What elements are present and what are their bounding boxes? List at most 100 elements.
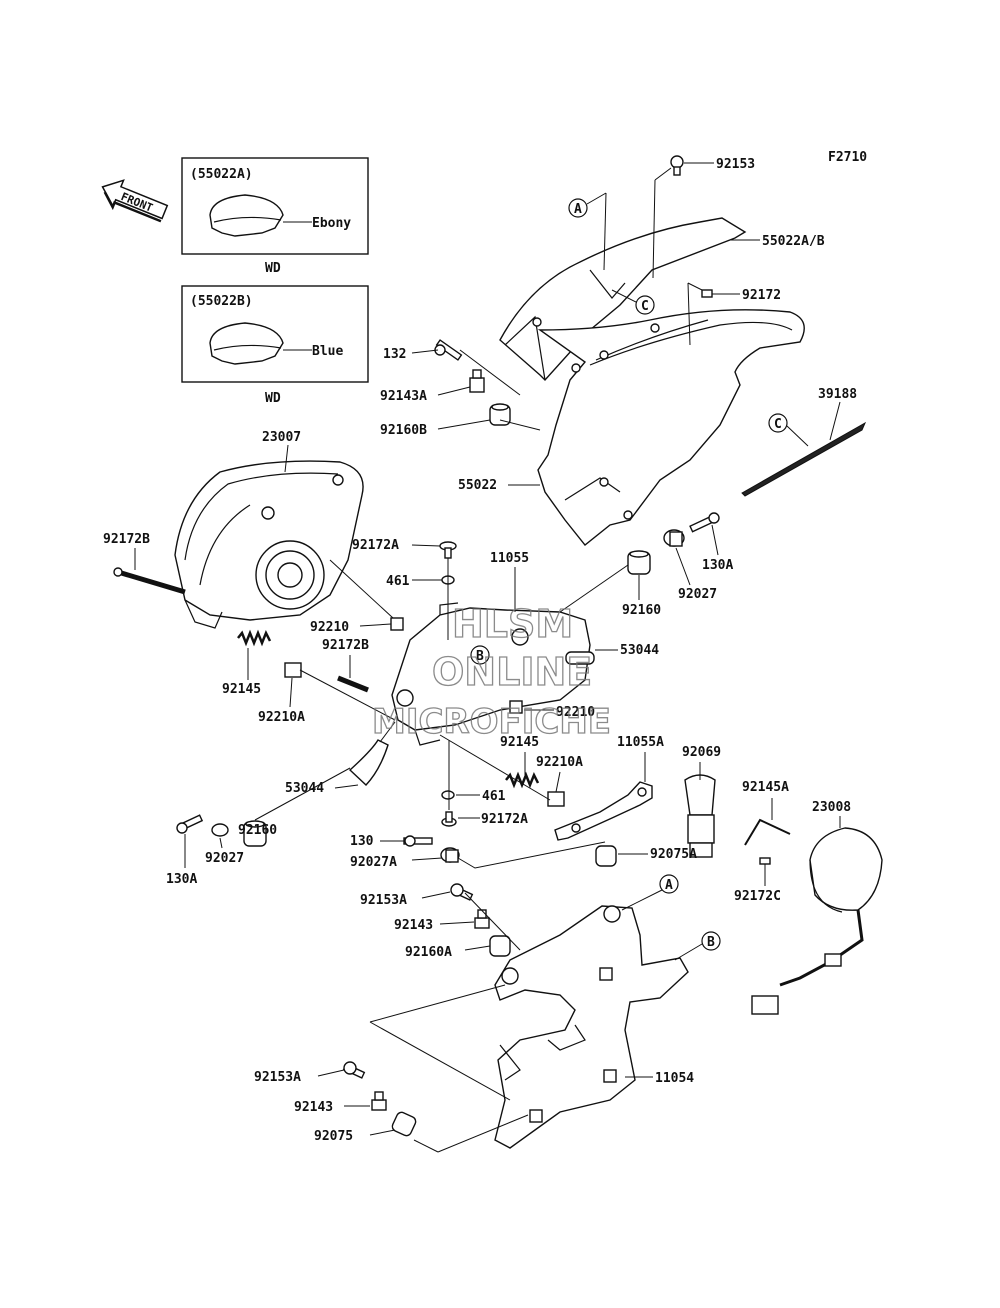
part-number: 92075A <box>650 847 697 862</box>
part-number: 11055 <box>490 551 529 566</box>
callout-a <box>659 874 679 894</box>
part-number: 92027 <box>205 851 244 866</box>
part-number: 92143 <box>294 1100 333 1115</box>
part-number: 92172A <box>352 538 399 553</box>
part-number: 55022A/B <box>762 234 825 249</box>
part-number: 92172B <box>322 638 369 653</box>
bolt-92153a <box>450 883 474 901</box>
bulb-92069 <box>684 774 716 858</box>
stay-11054 <box>494 905 689 1149</box>
part-number: 23007 <box>262 430 301 445</box>
part-number: 92210 <box>556 705 595 720</box>
part-number: 92069 <box>682 745 721 760</box>
callout-c <box>635 295 655 315</box>
callout-letter: B <box>707 935 715 950</box>
collar-92143a <box>469 369 485 393</box>
part-number: 92153 <box>716 157 755 172</box>
bolt-130a-left <box>176 814 204 834</box>
callout-letter: A <box>574 202 582 217</box>
screw-92153 <box>670 155 684 176</box>
part-number: 92172C <box>734 889 781 904</box>
part-number: 92145 <box>500 735 539 750</box>
inner-cowl-55022 <box>537 309 805 546</box>
part-number: 92160 <box>622 603 661 618</box>
part-number: 92160A <box>405 945 452 960</box>
grommet-92160a <box>489 935 511 957</box>
variant-color: Blue <box>312 344 343 359</box>
variant-box-blue: (55022B) Blue <box>181 285 369 383</box>
bolt-92172b-mid <box>337 675 369 693</box>
watermark: HLSM ONLINE MICROFICHE <box>371 601 611 742</box>
grommet-92160b <box>489 403 511 426</box>
nut-92210-mid <box>509 700 523 714</box>
bolt-130a <box>689 512 720 533</box>
part-number: 53044 <box>620 643 659 658</box>
washer-461-mid <box>441 790 455 800</box>
headlight-case-11055 <box>391 602 591 746</box>
hose-53044-right <box>565 651 595 665</box>
callout-letter: A <box>665 878 673 893</box>
grommet-92075 <box>391 1111 417 1137</box>
part-number: 92027 <box>678 587 717 602</box>
variant-note: WD <box>265 261 281 276</box>
part-number: 39188 <box>818 387 857 402</box>
part-number: 92210 <box>310 620 349 635</box>
grommet-92075a <box>595 845 617 867</box>
part-number: 92210A <box>258 710 305 725</box>
headlight-assembly-23007 <box>174 460 364 629</box>
callout-a <box>568 198 588 218</box>
part-number: 130A <box>702 558 733 573</box>
front-arrow-icon: FRONT <box>101 179 169 223</box>
part-number: 132 <box>383 347 406 362</box>
part-number: 11055A <box>617 735 664 750</box>
bolt-92153a-bottom <box>342 1061 366 1079</box>
part-number: 92075 <box>314 1129 353 1144</box>
callout-letter: B <box>476 649 484 664</box>
screw-92172a-mid <box>441 811 457 827</box>
trim-strip-39188 <box>741 421 867 497</box>
variant-code: (55022A) <box>190 167 253 182</box>
part-number: 92210A <box>536 755 583 770</box>
part-number: 92172B <box>103 532 150 547</box>
collar-92027-left <box>211 823 229 837</box>
bolt-132 <box>434 339 463 361</box>
watermark-line: MICROFICHE <box>372 702 611 742</box>
bracket-11055a <box>554 781 653 841</box>
callout-b <box>470 645 490 665</box>
part-number: 92160 <box>238 823 277 838</box>
nut-92210 <box>390 617 404 631</box>
variant-code: (55022B) <box>190 294 253 309</box>
part-number: 92172A <box>481 812 528 827</box>
spring-92145-mid <box>505 771 540 789</box>
watermark-line: HLSM <box>452 602 573 646</box>
part-number: 130 <box>350 834 374 849</box>
collar-92143-bottom <box>371 1091 387 1111</box>
callout-c <box>768 413 788 433</box>
variant-box-ebony: (55022A) Ebony <box>181 157 369 255</box>
part-number: 92145 <box>222 682 261 697</box>
part-number: 92153A <box>254 1070 301 1085</box>
variant-color: Ebony <box>312 216 351 231</box>
collar-92027 <box>663 529 685 547</box>
nut-92210a <box>284 662 302 678</box>
dust-cover-23008 <box>751 827 883 1015</box>
part-number: 130A <box>166 872 197 887</box>
spring-92145 <box>237 629 272 647</box>
part-number: 92160B <box>380 423 427 438</box>
grommet-92160-left <box>243 820 267 847</box>
part-number: 92143 <box>394 918 433 933</box>
watermark-line: ONLINE <box>432 650 592 694</box>
screw-92172a <box>439 541 457 559</box>
part-number: 461 <box>482 789 506 804</box>
part-number: 461 <box>386 574 410 589</box>
part-number: 92145A <box>742 780 789 795</box>
part-number: 92027A <box>350 855 397 870</box>
callout-letter: C <box>641 299 649 314</box>
collar-92027a <box>440 847 460 863</box>
part-number: 23008 <box>812 800 851 815</box>
part-number: 92153A <box>360 893 407 908</box>
part-number: 11054 <box>655 1071 694 1086</box>
bolt-130 <box>403 835 433 847</box>
hose-53044-left <box>348 739 389 786</box>
part-number: 92172 <box>742 288 781 303</box>
